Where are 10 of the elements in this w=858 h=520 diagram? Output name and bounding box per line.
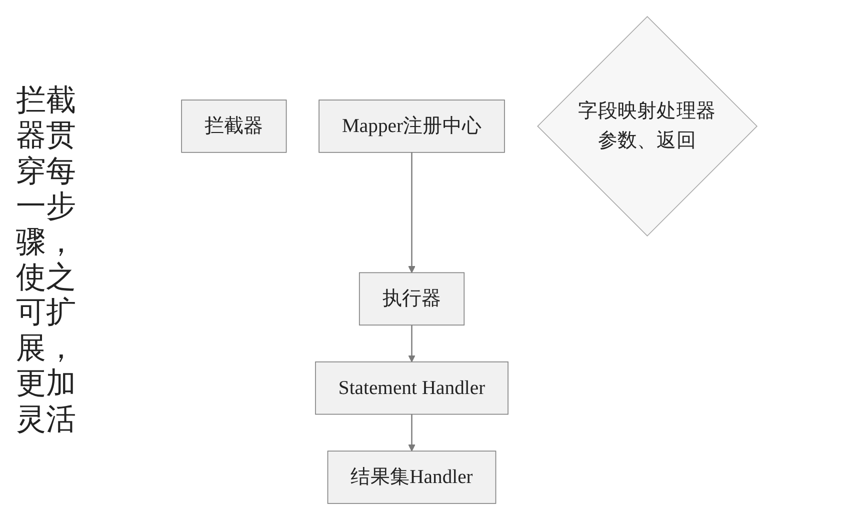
node-diamond: 字段映射处理器 参数、返回 (536, 16, 758, 236)
node-box: Statement Handler (314, 361, 508, 415)
arrow (408, 325, 415, 362)
arrow (408, 152, 415, 273)
node-box: Mapper注册中心 (318, 100, 504, 153)
node-box: 拦截器 (180, 100, 286, 153)
arrow (408, 414, 415, 452)
node-box: 结果集Handler (326, 450, 496, 504)
note-text: 拦截器贯穿每一步骤，使之可扩展，更加灵活 (16, 83, 77, 437)
node-box: 执行器 (358, 272, 464, 326)
